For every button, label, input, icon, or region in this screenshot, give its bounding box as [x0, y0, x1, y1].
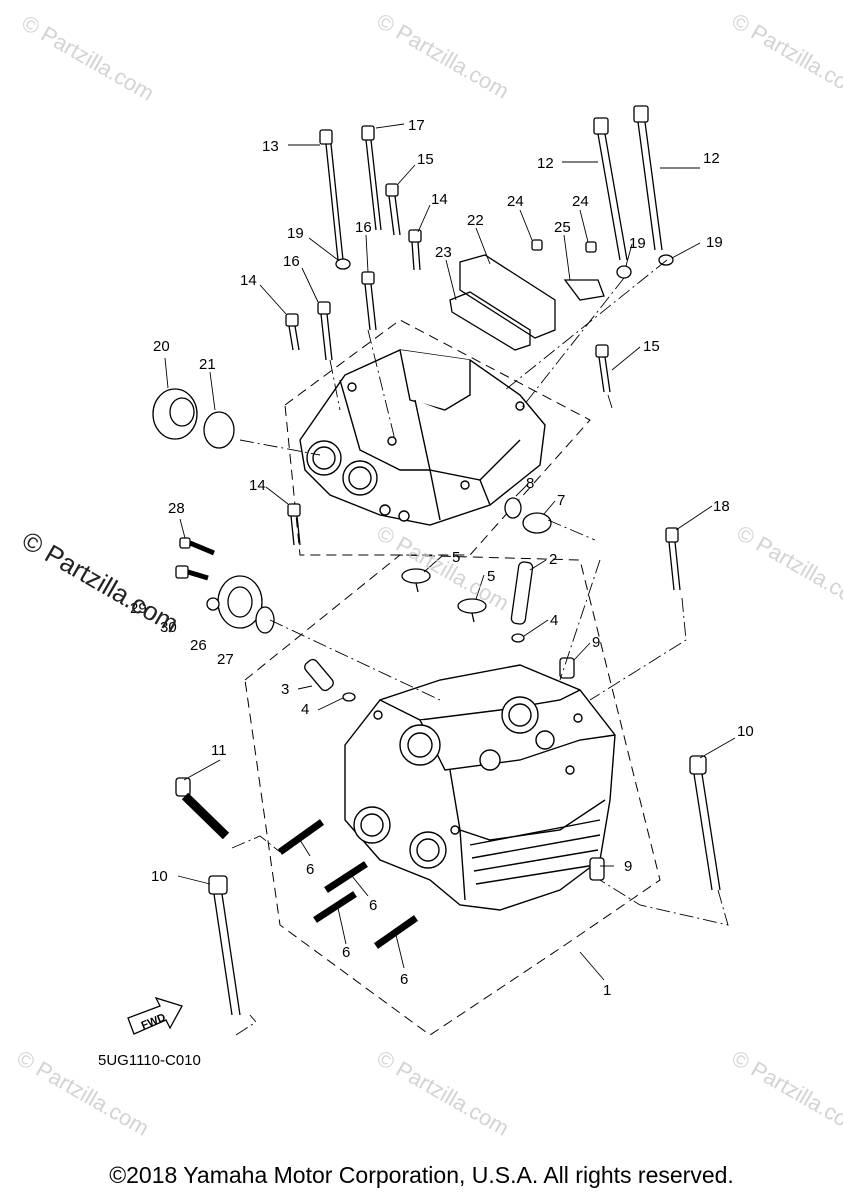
callout-6: 6: [342, 944, 350, 961]
callout-19: 19: [287, 225, 304, 242]
callout-21: 21: [199, 356, 216, 373]
callout-26: 26: [190, 637, 207, 654]
callout-11: 11: [211, 742, 227, 759]
callout-9: 9: [624, 858, 632, 875]
callout-16: 16: [355, 219, 372, 236]
callout-17: 17: [408, 117, 425, 134]
dashed-outline-upper: [284, 319, 591, 556]
callout-20: 20: [153, 338, 170, 355]
assembly-lines: [231, 259, 729, 1036]
leader-lines: [164, 123, 736, 981]
callout-24: 24: [572, 193, 589, 210]
copyright-notice: ©2018 Yamaha Motor Corporation, U.S.A. A…: [109, 1162, 734, 1188]
callout-12: 12: [537, 155, 554, 172]
callout-25: 25: [554, 219, 571, 236]
bolts: [175, 105, 721, 1016]
callout-24: 24: [507, 193, 524, 210]
callout-14: 14: [240, 272, 257, 289]
callout-6: 6: [369, 897, 377, 914]
callout-29: 29: [130, 600, 147, 617]
callout-28: 28: [168, 500, 185, 517]
callout-30: 30: [160, 619, 177, 636]
callout-13: 13: [262, 138, 279, 155]
callout-16: 16: [283, 253, 300, 270]
callout-14: 14: [249, 477, 266, 494]
callout-7: 7: [557, 492, 565, 509]
callout-22: 22: [467, 212, 484, 229]
diagram-code: 5UG1110-C010: [98, 1052, 201, 1069]
callout-15: 15: [643, 338, 660, 355]
callout-23: 23: [435, 244, 452, 261]
callout-6: 6: [400, 971, 408, 988]
callout-2: 2: [549, 551, 557, 568]
callout-19: 19: [706, 234, 723, 251]
callout-5: 5: [452, 549, 460, 566]
callout-14: 14: [431, 191, 448, 208]
callout-6: 6: [306, 861, 314, 878]
dashed-outline-lower: [244, 554, 661, 1036]
callout-8: 8: [526, 475, 534, 492]
callout-4: 4: [301, 701, 309, 718]
callout-12: 12: [703, 150, 720, 167]
callout-19: 19: [629, 235, 646, 252]
callout-9: 9: [592, 634, 600, 651]
cylinder-head: [344, 664, 616, 911]
callout-10: 10: [151, 868, 168, 885]
fwd-arrow-icon: FWD: [127, 996, 183, 1035]
callout-5: 5: [487, 568, 495, 585]
callout-4: 4: [550, 612, 558, 629]
callout-3: 3: [281, 681, 289, 698]
head-cover: [299, 349, 546, 526]
callout-labels: 13 17 15 14 19 16 16 14 22 24 24 23 25 1…: [130, 117, 754, 999]
callout-15: 15: [417, 151, 434, 168]
callout-10: 10: [737, 723, 754, 740]
callout-1: 1: [603, 982, 611, 999]
callout-27: 27: [217, 651, 234, 668]
callout-18: 18: [713, 498, 730, 515]
small-parts: [152, 254, 674, 702]
